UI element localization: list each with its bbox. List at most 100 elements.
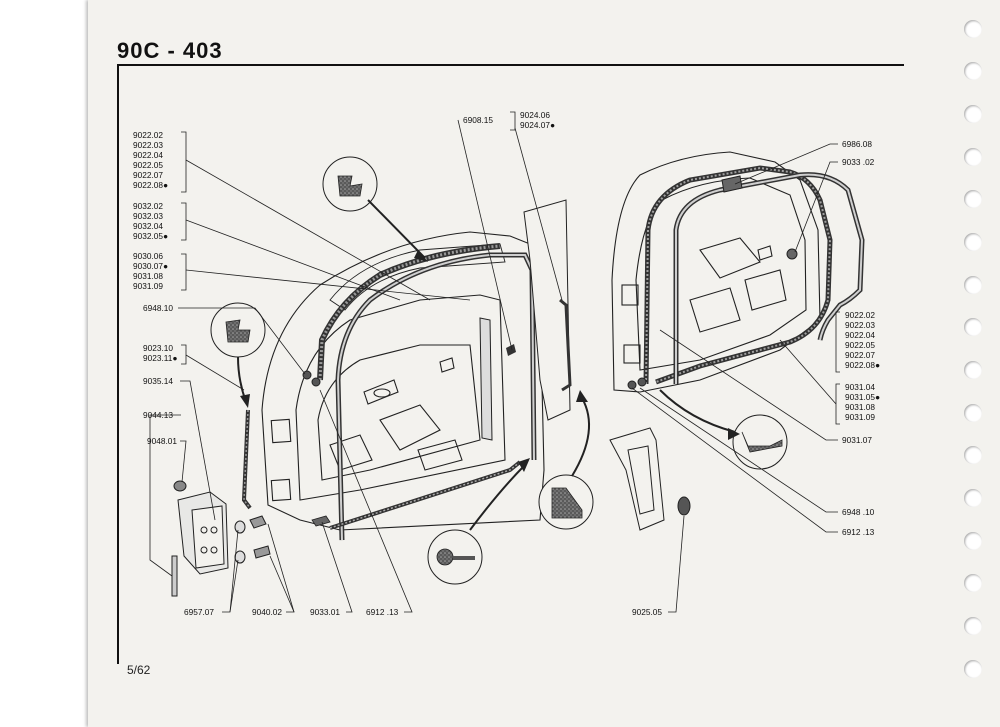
part-number-6912-right: 6912 .13	[842, 527, 875, 537]
part-number-6948-left: 6948.10	[143, 303, 173, 313]
seal-section-detail-4	[538, 390, 594, 530]
part-number: 9022.08●	[133, 180, 169, 190]
part-number: 9032.04	[133, 221, 163, 231]
part-number: 9031.08	[133, 271, 163, 281]
binder-hole	[964, 660, 982, 678]
window-channel	[335, 252, 537, 541]
part-number: 9022.03	[845, 320, 875, 330]
part-number-9031-07: 9031.07	[842, 435, 872, 445]
page-number: 5/62	[127, 663, 151, 677]
seal-section-detail-3	[427, 458, 530, 585]
guide-clip	[506, 344, 516, 356]
binder-hole	[964, 404, 982, 422]
callout-group-9022-left: 9022.02 9022.03 9022.04 9022.05 9022.07 …	[133, 130, 168, 190]
binder-hole	[964, 62, 982, 80]
part-number: 9023.10	[143, 343, 173, 353]
part-number: 9031.09	[845, 412, 875, 422]
beltline-seal-texture	[329, 461, 521, 529]
b-pillar-strip	[479, 199, 571, 441]
part-number-6986: 6986.08	[842, 139, 872, 149]
page-title: 90C - 403	[117, 38, 223, 63]
part-number: 9024.06	[520, 110, 550, 120]
binder-hole	[964, 574, 982, 592]
part-number: 9031.09	[133, 281, 163, 291]
part-number-9025: 9025.05	[632, 607, 662, 617]
part-number: 9022.04	[845, 330, 875, 340]
part-number: 9022.03	[133, 140, 163, 150]
part-number: 9023.11●	[143, 353, 178, 363]
rear-window-channel	[673, 172, 865, 384]
rear-pillar-piece	[609, 427, 665, 531]
part-number: 9022.02	[845, 310, 875, 320]
binder-hole	[964, 276, 982, 294]
hinge-assembly	[171, 480, 229, 597]
callout-group-9032: 9032.02 9032.03 9032.04 9032.05●	[133, 201, 168, 241]
part-number-9033-bottom: 9033.01	[310, 607, 340, 617]
hinge-seal	[241, 409, 252, 510]
part-number: 9032.03	[133, 211, 163, 221]
part-number: 9022.07	[845, 350, 875, 360]
rear-door-seal-texture	[645, 166, 832, 385]
callout-group-9031-right: 9031.04 9031.05● 9031.08 9031.09	[845, 382, 880, 422]
part-number: 9022.08●	[845, 360, 881, 370]
callout-group-9023: 9023.10 9023.11●	[143, 343, 177, 363]
part-number: 9030.07●	[133, 261, 169, 271]
grommet-right-2	[637, 377, 647, 387]
callout-group-9022-right: 9022.02 9022.03 9022.04 9022.05 9022.07 …	[845, 310, 880, 370]
part-number: 9032.02	[133, 201, 163, 211]
callout-group-9030: 9030.06 9030.07● 9031.08 9031.09	[133, 251, 168, 291]
part-number: 9022.05	[845, 340, 875, 350]
rear-window-channel-inner	[675, 173, 864, 384]
part-number: 9031.05●	[845, 392, 881, 402]
grommet-left	[302, 370, 312, 380]
top-clip	[721, 175, 743, 193]
margin-rule	[117, 64, 119, 664]
binder-hole	[964, 318, 982, 336]
rear-door-drawing	[611, 151, 821, 393]
part-number: 9031.08	[845, 402, 875, 412]
part-number: 9022.02	[133, 130, 163, 140]
front-door-drawing	[261, 231, 545, 531]
part-number-9044: 9044.13	[143, 410, 173, 420]
part-number: 9024.07●	[520, 120, 556, 130]
plug-part	[677, 496, 691, 516]
binder-hole	[964, 489, 982, 507]
binder-hole	[964, 361, 982, 379]
leader-lines	[149, 111, 840, 613]
seal-section-detail-5	[659, 389, 788, 470]
binder-hole	[964, 190, 982, 208]
binder-hole	[964, 105, 982, 123]
part-number: 9031.04	[845, 382, 875, 392]
hinge-seal-texture	[243, 409, 251, 509]
binder-hole	[964, 148, 982, 166]
part-number-9033-right: 9033 .02	[842, 157, 875, 167]
binder-hole	[964, 233, 982, 251]
part-number: 9022.05	[133, 160, 163, 170]
front-door-seal-texture	[318, 244, 501, 381]
part-number-9040: 9040.02	[252, 607, 282, 617]
callout-group-9024: 9024.06 9024.07●	[520, 110, 555, 130]
front-door-seal	[317, 243, 501, 381]
binder-hole	[964, 446, 982, 464]
part-number-6912-left: 6912 .13	[366, 607, 399, 617]
part-number: 9032.05●	[133, 231, 169, 241]
pad-part	[311, 515, 331, 527]
grommet-right	[627, 380, 637, 390]
binder-hole	[964, 617, 982, 635]
part-number-6908: 6908.15	[463, 115, 493, 125]
rubber-buffer	[786, 248, 798, 260]
binder-hole	[964, 532, 982, 550]
part-number: 9022.07	[133, 170, 163, 180]
seal-section-detail-1	[322, 156, 428, 262]
window-channel-inner	[336, 254, 535, 541]
part-number-6957: 6957.07	[184, 607, 214, 617]
part-number-9048: 9048.01	[147, 436, 177, 446]
part-number-6948-right: 6948 .10	[842, 507, 875, 517]
grommet-left-2	[311, 377, 321, 387]
binder-hole	[964, 20, 982, 38]
part-number-9035: 9035.14	[143, 376, 173, 386]
header-rule	[117, 64, 904, 66]
part-number: 9030.06	[133, 251, 163, 261]
seal-section-detail-2	[210, 302, 266, 408]
